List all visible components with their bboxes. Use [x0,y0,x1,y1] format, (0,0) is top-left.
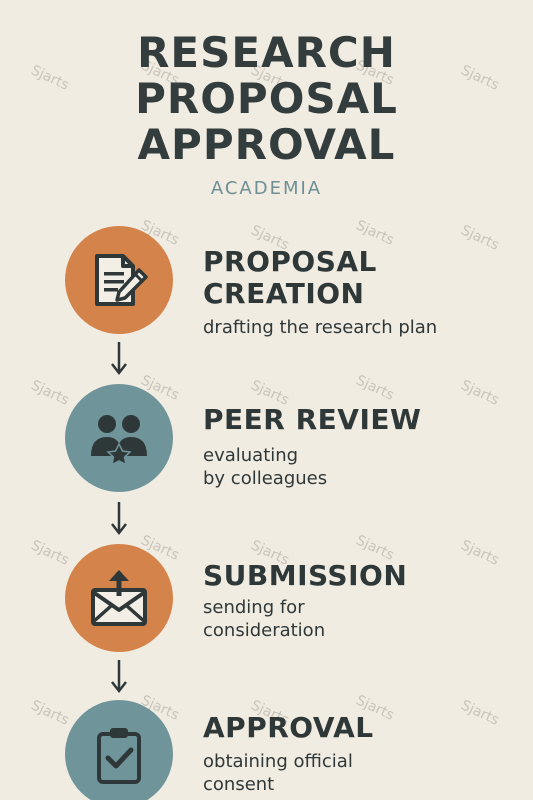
people-star-icon [91,415,147,466]
down-arrow-icon [111,502,127,536]
step-description-line: consent [203,774,275,795]
step-submission: SUBMISSION sending for consideration [0,544,533,654]
step-title: PROPOSAL CREATION [203,246,377,310]
page-title: RESEARCH PROPOSAL APPROVAL [0,30,533,168]
step-title-line: APPROVAL [203,711,374,744]
step-icon-circle [65,700,173,800]
step-description: evaluating by colleagues [203,444,327,490]
step-icon-circle [65,384,173,492]
page-subtitle: ACADEMIA [210,178,323,199]
step-title-line: PEER REVIEW [203,403,422,436]
down-arrow-icon [111,660,127,694]
title-line: APPROVAL [137,120,396,169]
step-title-line: CREATION [203,277,365,310]
envelope-upload-icon [91,570,147,626]
step-icon-circle [65,544,173,652]
step-description-line: evaluating [203,445,299,466]
step-peer-review: PEER REVIEW evaluating by colleagues [0,384,533,494]
step-description-line: consideration [203,620,326,641]
down-arrow-icon [111,342,127,376]
step-approval: APPROVAL obtaining official consent [0,700,533,800]
step-title-line: SUBMISSION [203,559,408,592]
step-title: PEER REVIEW [203,404,421,436]
title-line: RESEARCH [137,28,396,77]
step-icon-circle [65,226,173,334]
step-title: APPROVAL [203,712,374,744]
step-description: obtaining official consent [203,750,353,796]
clipboard-check-icon [97,728,141,784]
step-title: SUBMISSION [203,560,407,592]
step-description: sending for consideration [203,596,325,642]
document-pencil-icon [95,254,148,306]
step-description-line: by colleagues [203,468,328,489]
step-title-line: PROPOSAL [203,245,377,278]
step-description-line: obtaining official [203,751,353,772]
step-description: drafting the research plan [203,316,437,339]
title-line: PROPOSAL [135,74,398,123]
step-description-line: drafting the research plan [203,317,438,338]
step-description-line: sending for [203,597,305,618]
step-proposal-creation: PROPOSAL CREATION drafting the research … [0,226,533,339]
